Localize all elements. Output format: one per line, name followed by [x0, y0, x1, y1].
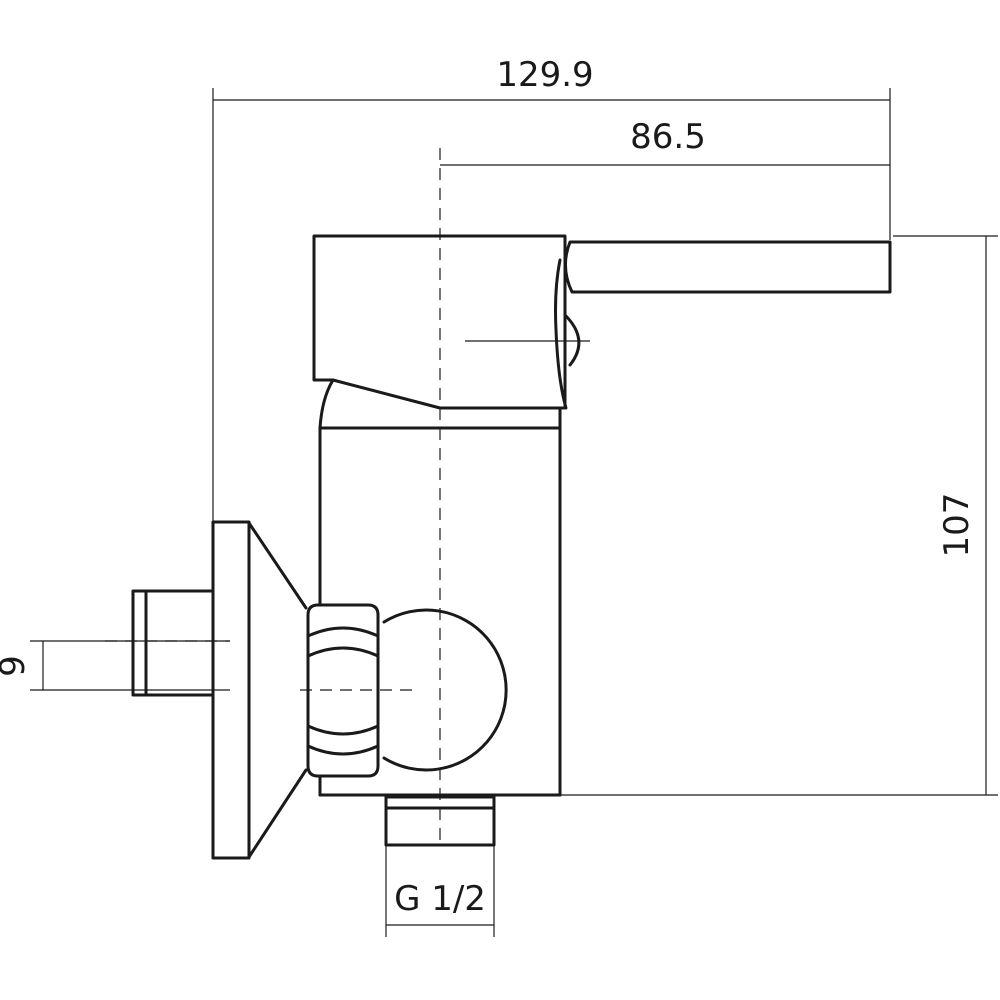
- dimension-height-label: 107: [937, 493, 977, 558]
- lever-handle: [564, 240, 892, 294]
- dimension-inlet-offset: 9: [0, 640, 230, 691]
- dimension-height: 107: [560, 235, 998, 796]
- dimension-overall-width-label: 129.9: [496, 55, 593, 95]
- outlet-pipe: [384, 795, 496, 847]
- valve-body: [318, 406, 562, 797]
- dimension-lever-to-axis: 86.5: [440, 117, 890, 166]
- dimension-lever-to-axis-label: 86.5: [630, 117, 706, 157]
- hex-nut: [306, 603, 380, 778]
- dimension-outlet-thread: G 1/2: [385, 845, 495, 937]
- dimension-inlet-offset-label: 9: [0, 655, 33, 677]
- lever-head: [312, 234, 581, 430]
- center-lines: [105, 148, 590, 845]
- dimension-overall-width: 129.9: [212, 55, 891, 525]
- inlet-pipe: [131, 589, 215, 697]
- dimension-outlet-thread-label: G 1/2: [394, 879, 486, 919]
